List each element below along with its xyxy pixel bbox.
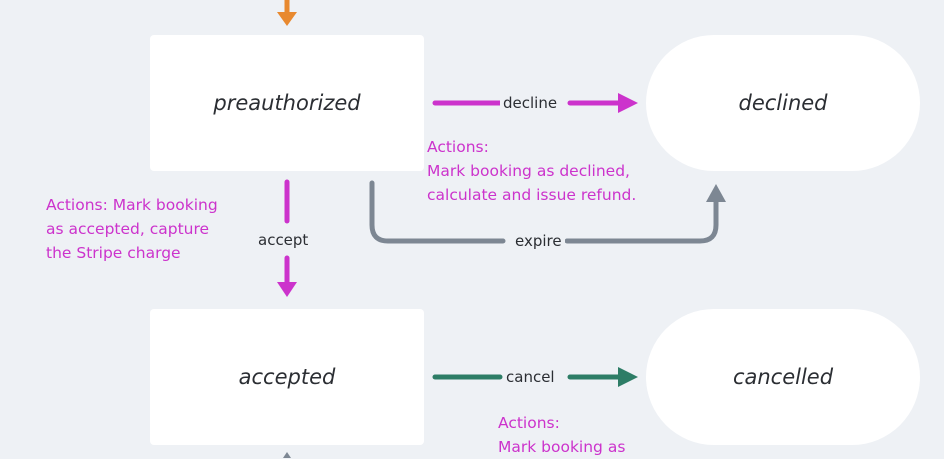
state-preauthorized: preauthorized xyxy=(150,35,424,171)
bottom-arrow xyxy=(283,452,291,458)
expire-label: expire xyxy=(512,232,565,250)
expire-arrow xyxy=(369,180,726,244)
cancel-actions-note: Actions: Mark booking as xyxy=(498,414,626,456)
decline-actions-note: Actions: Mark booking as declined, calcu… xyxy=(427,138,637,204)
state-label: cancelled xyxy=(732,365,834,389)
state-label: declined xyxy=(738,91,828,115)
accept-label: accept xyxy=(255,231,312,249)
state-label: preauthorized xyxy=(213,91,361,115)
decline-arrow xyxy=(432,93,638,113)
incoming-arrow xyxy=(277,0,297,26)
state-label: accepted xyxy=(238,365,336,389)
accept-actions-note: Actions: Mark booking as accepted, captu… xyxy=(46,196,218,262)
state-declined: declined xyxy=(646,35,920,171)
cancel-arrow xyxy=(432,367,638,387)
accept-arrow xyxy=(277,179,297,297)
decline-label: decline xyxy=(500,94,561,112)
cancel-label: cancel xyxy=(503,368,558,386)
state-cancelled: cancelled xyxy=(646,309,920,445)
state-accepted: accepted xyxy=(150,309,424,445)
